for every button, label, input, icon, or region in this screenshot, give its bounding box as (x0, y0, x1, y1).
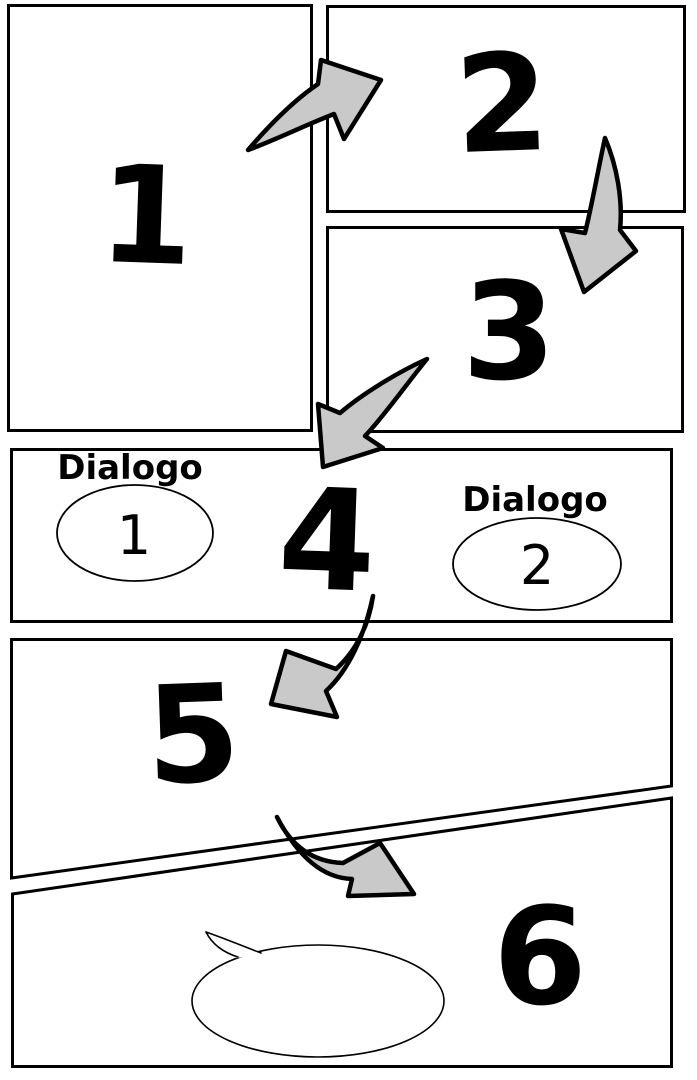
arrow-3-to-4-icon (315, 356, 430, 470)
panel-2-frame (326, 5, 686, 213)
dialog-1-ellipse (56, 484, 214, 582)
speech-bubble-tail-inner (205, 931, 239, 958)
speech-bubble-tail-fill (206, 932, 261, 958)
panel-4-number: 4 (275, 458, 379, 625)
panel-6-number: 6 (493, 878, 587, 1036)
arrow-1-to-2-icon (245, 57, 384, 153)
dialog-2-ellipse (452, 517, 622, 611)
arrow-4-to-5-icon (268, 593, 376, 720)
speech-bubble (191, 944, 445, 1058)
arrow-5-to-6-icon (274, 814, 417, 899)
panel-3-number: 3 (462, 253, 556, 411)
dialog-2-number: 2 (519, 534, 555, 597)
arrow-2-to-3-icon (558, 135, 639, 295)
dialog-2-label: Dialogo (462, 480, 608, 520)
speech-bubble-tail-outer (205, 931, 262, 954)
panel-6-frame (11, 796, 673, 1068)
panel-1-number: 1 (96, 135, 196, 297)
dialog-1-number: 1 (116, 504, 152, 567)
panel-2-number: 2 (452, 23, 552, 185)
panel-5-frame (10, 638, 673, 880)
panel-1-frame (7, 4, 313, 432)
dialog-1-label: Dialogo (57, 448, 203, 488)
panel-5-number: 5 (143, 654, 243, 816)
